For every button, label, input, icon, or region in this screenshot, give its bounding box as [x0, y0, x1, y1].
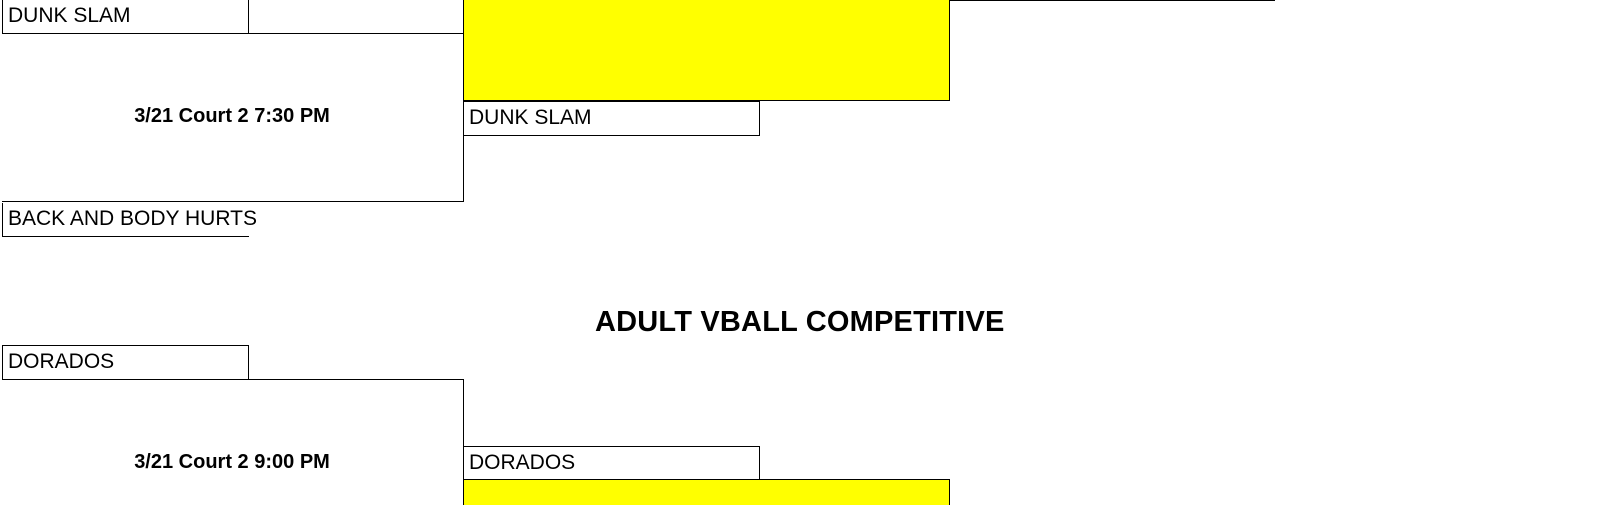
team-name: BACK AND BODY HURTS: [8, 207, 257, 230]
highlight-cell-bottom: [463, 479, 950, 505]
winner-name: DORADOS: [469, 451, 576, 474]
team-box-dorados: DORADOS: [2, 345, 249, 380]
winner-box-dunk-slam: DUNK SLAM: [463, 101, 760, 136]
section-title: ADULT VBALL COMPETITIVE: [595, 306, 1005, 338]
match-info-label: 3/21 Court 2 7:30 PM: [134, 105, 330, 127]
bracket-line: [248, 379, 464, 380]
team-box-back-and-body-hurts: BACK AND BODY HURTS: [2, 203, 257, 237]
winner-name: DUNK SLAM: [469, 106, 592, 129]
highlight-cell-top: [463, 0, 950, 101]
team-box-dunk-slam: DUNK SLAM: [2, 0, 249, 34]
bracket-line: [248, 33, 464, 34]
team-name: DORADOS: [8, 350, 115, 373]
team-name: DUNK SLAM: [8, 4, 131, 27]
bracket-line-top-right: [950, 0, 1275, 1]
match-info-label: 3/21 Court 2 9:00 PM: [134, 451, 330, 473]
bracket-connector: [463, 379, 464, 505]
winner-box-dorados: DORADOS: [463, 446, 760, 481]
bracket-line: [2, 201, 464, 202]
